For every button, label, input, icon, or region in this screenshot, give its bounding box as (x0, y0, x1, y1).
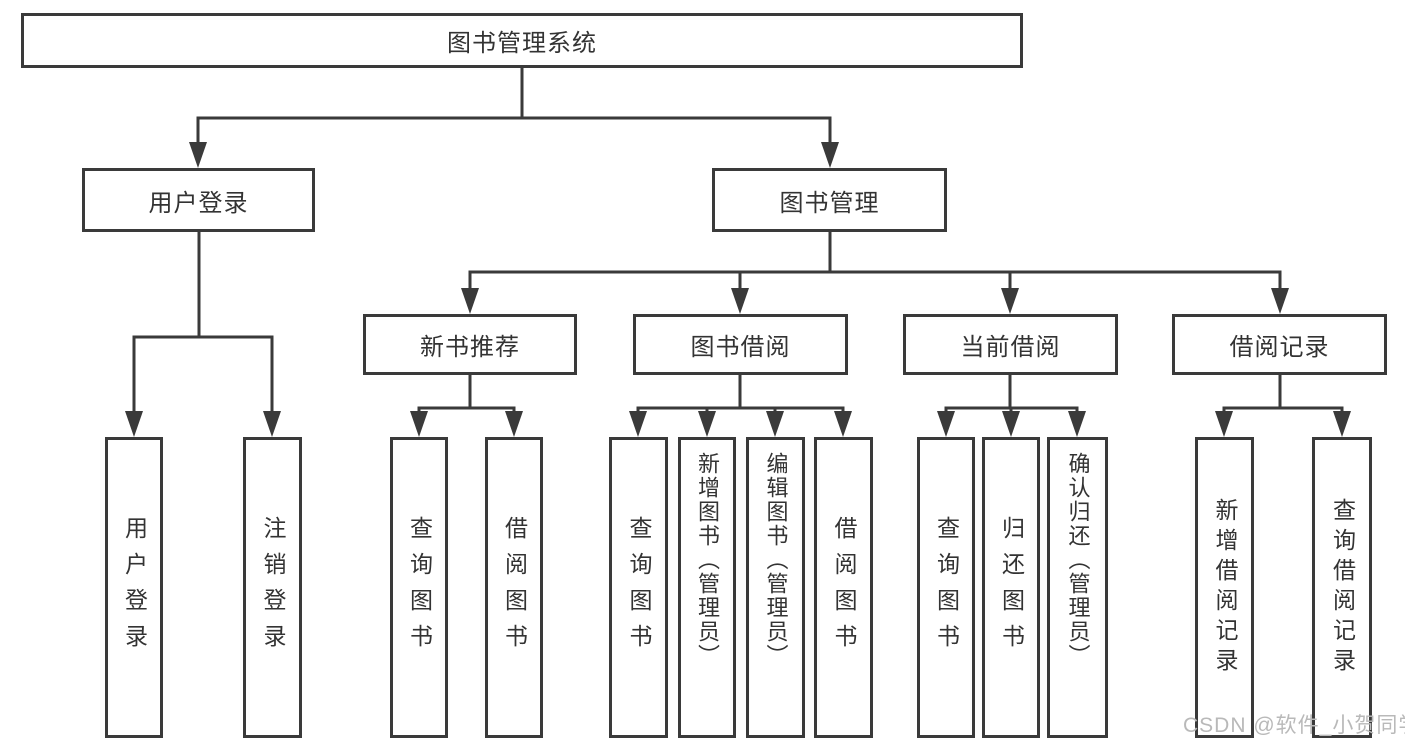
connector-user-login-children (125, 230, 281, 437)
node-leaf-return-books: 归还图书 (982, 437, 1040, 738)
arrowhead (505, 411, 523, 437)
connector-root-to-level2 (189, 66, 839, 168)
node-current-borrow: 当前借阅 (903, 314, 1118, 375)
arrowhead (834, 411, 852, 437)
connector-current-borrow-children (937, 372, 1086, 437)
arrowhead (1333, 411, 1351, 437)
arrowhead (125, 411, 143, 437)
arrowhead (189, 142, 207, 168)
csdn-watermark: CSDN @软件_小贺同学 (1183, 714, 1405, 737)
node-leaf-logout: 注销登录 (243, 437, 302, 738)
arrowhead (731, 288, 749, 314)
node-leaf-query-books-1: 查询图书 (390, 437, 448, 738)
connector-new-book-children (410, 372, 523, 437)
node-leaf-user-login: 用户登录 (105, 437, 163, 738)
arrowhead (410, 411, 428, 437)
connector-borrow-record-children (1215, 372, 1351, 437)
node-leaf-query-books-2: 查询图书 (609, 437, 668, 738)
arrowhead (1271, 288, 1289, 314)
arrowhead (1002, 411, 1020, 437)
arrowhead (821, 142, 839, 168)
node-leaf-edit-books-admin: 编辑图书（管理员） (746, 437, 805, 738)
arrowhead (766, 411, 784, 437)
node-leaf-query-books-3: 查询图书 (917, 437, 975, 738)
arrowhead (263, 411, 281, 437)
arrowhead (461, 288, 479, 314)
arrowhead (1068, 411, 1086, 437)
arrowhead (1215, 411, 1233, 437)
node-borrow-record: 借阅记录 (1172, 314, 1387, 375)
connector-book-borrow-children (629, 372, 852, 437)
arrowhead (629, 411, 647, 437)
node-root-library-management-system: 图书管理系统 (21, 13, 1023, 68)
node-book-borrow: 图书借阅 (633, 314, 848, 375)
arrowhead (698, 411, 716, 437)
node-leaf-add-borrow-record: 新增借阅记录 (1195, 437, 1254, 738)
node-leaf-borrow-books-2: 借阅图书 (814, 437, 873, 738)
node-book-management: 图书管理 (712, 168, 947, 232)
node-leaf-confirm-return-admin: 确认归还（管理员） (1047, 437, 1108, 738)
arrowhead (937, 411, 955, 437)
connector-book-mgmt-to-level3 (461, 230, 1289, 314)
node-user-login: 用户登录 (82, 168, 315, 232)
node-leaf-add-books-admin: 新增图书（管理员） (678, 437, 736, 738)
arrowhead (1001, 288, 1019, 314)
node-leaf-query-borrow-record: 查询借阅记录 (1312, 437, 1372, 738)
node-new-book-recommend: 新书推荐 (363, 314, 577, 375)
node-leaf-borrow-books-1: 借阅图书 (485, 437, 543, 738)
